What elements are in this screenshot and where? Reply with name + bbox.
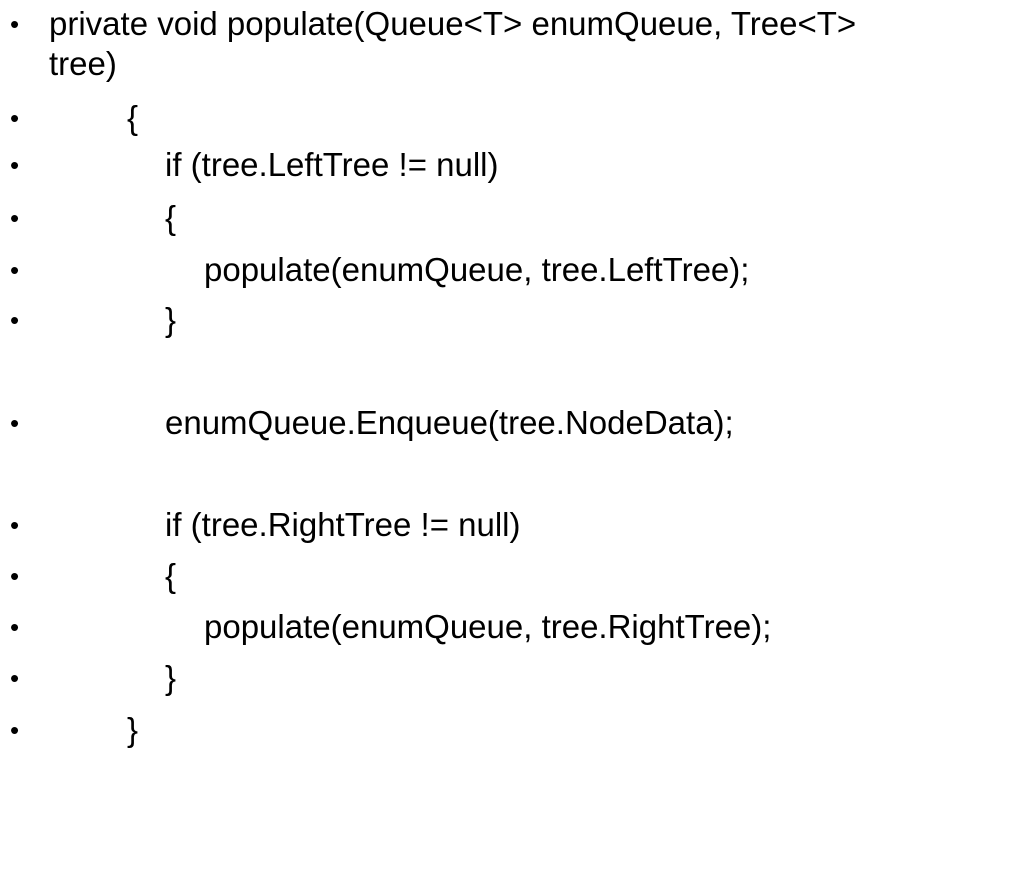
code-line: • if (tree.RightTree != null) bbox=[0, 505, 1024, 545]
bullet-icon: • bbox=[10, 255, 20, 285]
code-line: • populate(enumQueue, tree.RightTree); bbox=[0, 607, 1024, 647]
code-text-continuation: tree) bbox=[49, 45, 117, 82]
code-text: } bbox=[165, 301, 177, 338]
code-text: populate(enumQueue, tree.LeftTree); bbox=[204, 251, 750, 288]
code-line: • } bbox=[0, 710, 1024, 750]
code-line: • { bbox=[0, 198, 1024, 238]
bullet-icon: • bbox=[10, 715, 20, 745]
code-line: • } bbox=[0, 300, 1024, 340]
code-line: • private void populate(Queue<T> enumQue… bbox=[0, 4, 1024, 82]
code-text: if (tree.RightTree != null) bbox=[165, 506, 521, 543]
bullet-icon: • bbox=[10, 150, 20, 180]
code-text: if (tree.LeftTree != null) bbox=[165, 146, 499, 183]
code-text: enumQueue.Enqueue(tree.NodeData); bbox=[165, 404, 734, 441]
code-text: } bbox=[127, 711, 139, 748]
bullet-icon: • bbox=[10, 561, 20, 591]
code-text: { bbox=[165, 199, 177, 236]
code-line: • { bbox=[0, 556, 1024, 596]
code-line: • populate(enumQueue, tree.LeftTree); bbox=[0, 250, 1024, 290]
bullet-icon: • bbox=[10, 408, 20, 438]
code-line: • } bbox=[0, 658, 1024, 698]
slide: • private void populate(Queue<T> enumQue… bbox=[0, 4, 1024, 750]
bullet-icon: • bbox=[10, 510, 20, 540]
bullet-icon: • bbox=[10, 203, 20, 233]
bullet-icon: • bbox=[10, 103, 20, 133]
code-text: { bbox=[165, 557, 177, 594]
code-text: private void populate(Queue<T> enumQueue… bbox=[49, 5, 857, 42]
bullet-icon: • bbox=[10, 305, 20, 335]
bullet-icon: • bbox=[10, 9, 20, 39]
code-line: • if (tree.LeftTree != null) bbox=[0, 145, 1024, 185]
bullet-icon: • bbox=[10, 612, 20, 642]
code-line: • { bbox=[0, 98, 1024, 138]
code-line: • enumQueue.Enqueue(tree.NodeData); bbox=[0, 403, 1024, 443]
code-text: populate(enumQueue, tree.RightTree); bbox=[204, 608, 772, 645]
bullet-icon: • bbox=[10, 663, 20, 693]
code-text: { bbox=[127, 99, 139, 136]
code-text: } bbox=[165, 659, 177, 696]
